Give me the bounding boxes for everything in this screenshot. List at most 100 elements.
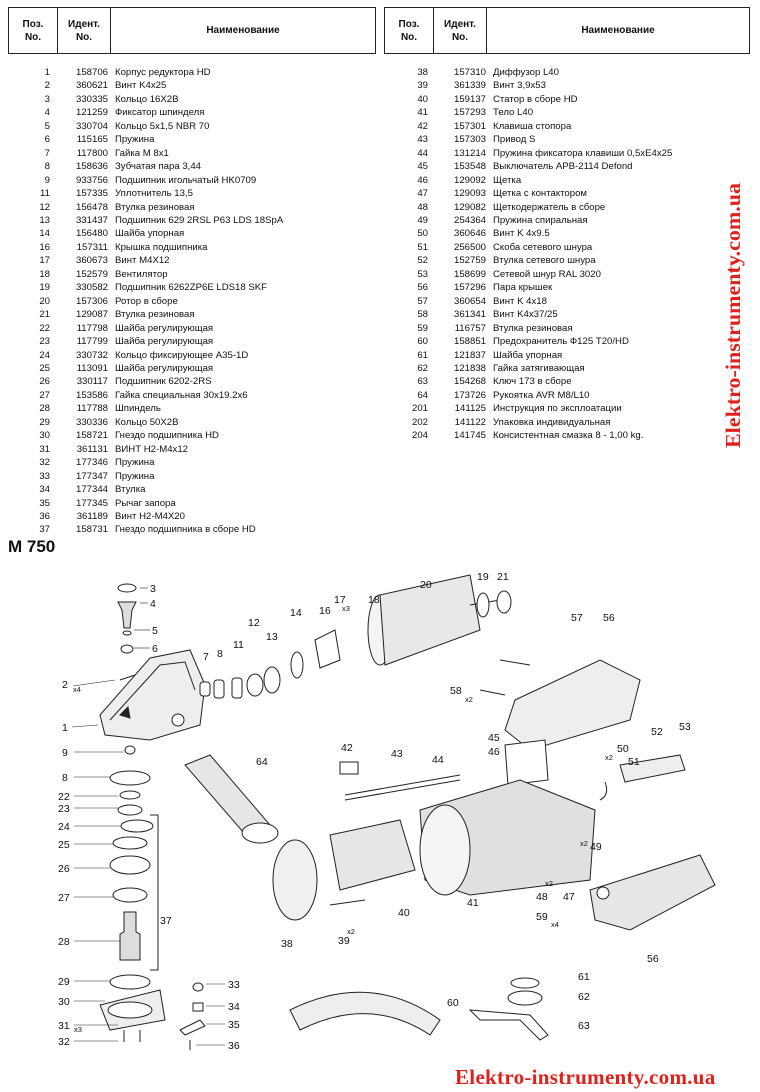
- callout-8-stack: 8: [62, 772, 68, 784]
- part-name: Подшипник 6202-2RS: [115, 376, 212, 388]
- part-pos: 7: [44, 147, 50, 159]
- callout-44: 44: [432, 754, 444, 766]
- part-pos: 48: [417, 201, 428, 213]
- callout-34: 34: [228, 1001, 240, 1013]
- part-name: Статор в сборе HD: [493, 93, 578, 105]
- part-pos: 6: [44, 134, 50, 146]
- part-pos: 62: [417, 362, 428, 374]
- part-name: Сетевой шнур RAL 3020: [493, 268, 601, 280]
- part-ident: 254364: [453, 214, 486, 226]
- part-pos: 45: [417, 161, 428, 173]
- part-ident: 117788: [76, 403, 108, 415]
- part-ident: 361339: [453, 80, 486, 92]
- part-pos: 13: [39, 214, 50, 226]
- part-name: Диффузор L40: [493, 67, 559, 78]
- part-ident: 158851: [453, 336, 486, 348]
- part-pos: 64: [417, 389, 428, 401]
- part-name: Винт H2-M4X20: [115, 510, 185, 522]
- part-name: Винт 3,9x53: [493, 80, 546, 92]
- part-name: Кольцо фиксирующее A35-1D: [115, 349, 249, 361]
- part-ident: 360621: [75, 80, 108, 92]
- part-name: Гайка M 8x1: [115, 147, 169, 159]
- part-pos: 39: [417, 80, 428, 92]
- callout-7: 7: [203, 651, 209, 663]
- multiplier-x4: x4: [73, 685, 81, 694]
- part-pos: 14: [39, 228, 50, 240]
- table-header-left: Поз. No. Идент. No. Наименование: [8, 7, 376, 54]
- part-ident: 330732: [75, 349, 108, 361]
- part-name: Скоба сетевого шнура: [493, 241, 593, 253]
- part-ident: 152759: [453, 255, 486, 267]
- callout-35: 35: [228, 1019, 240, 1031]
- callout-11: 11: [233, 639, 244, 651]
- multiplier-x3: x3: [74, 1025, 82, 1034]
- part-name: Подшипник игольчатый HK0709: [115, 174, 257, 186]
- part-name: Вентилятор: [115, 268, 168, 280]
- multiplier-x4: x4: [551, 920, 559, 929]
- part-ident: 156478: [75, 201, 108, 213]
- callout-41: 41: [467, 897, 479, 909]
- callout-31: 31: [58, 1020, 70, 1032]
- part-ident: 158699: [453, 268, 486, 280]
- callout-59: 59: [536, 911, 548, 923]
- part-ident: 113091: [76, 362, 108, 374]
- exploded-diagram: 3 4 5 6 2 x4 1 7 8 11 12 13 14 16 17 x3 …: [58, 571, 716, 1052]
- part-ident: 129093: [453, 188, 486, 200]
- part-name: Кольцо 16X2B: [115, 93, 179, 105]
- part-ident: 159137: [453, 93, 486, 105]
- callout-37: 37: [160, 915, 172, 927]
- callout-32: 32: [58, 1036, 70, 1048]
- part-ident: 361131: [76, 443, 108, 455]
- part-ident: 141122: [454, 416, 486, 428]
- part-name: Винт K4x37/25: [493, 309, 558, 321]
- callout-5: 5: [152, 625, 158, 637]
- callout-28: 28: [58, 936, 70, 948]
- part-name: Щетка: [493, 174, 522, 186]
- part-ident: 117800: [76, 147, 108, 159]
- part-ident: 173726: [453, 389, 486, 401]
- part-ident: 131214: [453, 147, 486, 159]
- part-ident: 157306: [75, 295, 108, 307]
- part-ident: 121838: [453, 362, 486, 374]
- callout-6: 6: [152, 643, 158, 655]
- part-name: Пружина: [115, 470, 155, 482]
- callout-24: 24: [58, 821, 70, 833]
- part-name: Шайба регулирующая: [115, 362, 214, 374]
- callout-18: 18: [368, 594, 380, 606]
- multiplier-x2: x2: [605, 753, 613, 762]
- part-name: Пружина: [115, 457, 155, 469]
- part-ident: 154268: [453, 376, 486, 388]
- callout-27: 27: [58, 892, 70, 904]
- callout-50: 50: [617, 743, 629, 755]
- table-row: 39 361339 Винт 3,9x53: [380, 79, 672, 92]
- callout-16: 16: [319, 605, 331, 617]
- callout-8: 8: [217, 648, 223, 660]
- table-header-right: Поз. No. Идент. No. Наименование: [384, 7, 750, 54]
- part-pos: 50: [417, 228, 428, 240]
- part-ident: 153586: [75, 389, 108, 401]
- part-pos: 44: [417, 147, 428, 159]
- part-name: Втулка: [115, 484, 146, 496]
- part-name: Втулка резиновая: [115, 201, 195, 213]
- part-name: Пружина: [115, 134, 155, 146]
- part-pos: 58: [417, 309, 428, 321]
- callout-12: 12: [248, 617, 260, 629]
- part-name: Шпиндель: [115, 403, 161, 415]
- col-name-header: Наименование: [581, 25, 655, 36]
- part-pos: 57: [417, 295, 428, 307]
